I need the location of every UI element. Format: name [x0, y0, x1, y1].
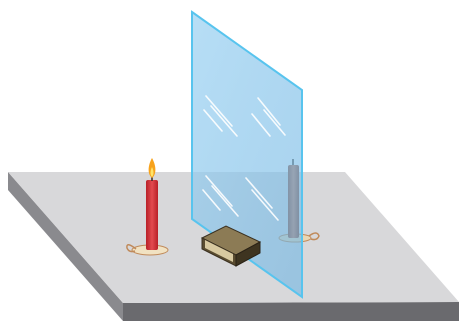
- lit-candle-body: [146, 180, 158, 250]
- table-front-side: [123, 302, 459, 321]
